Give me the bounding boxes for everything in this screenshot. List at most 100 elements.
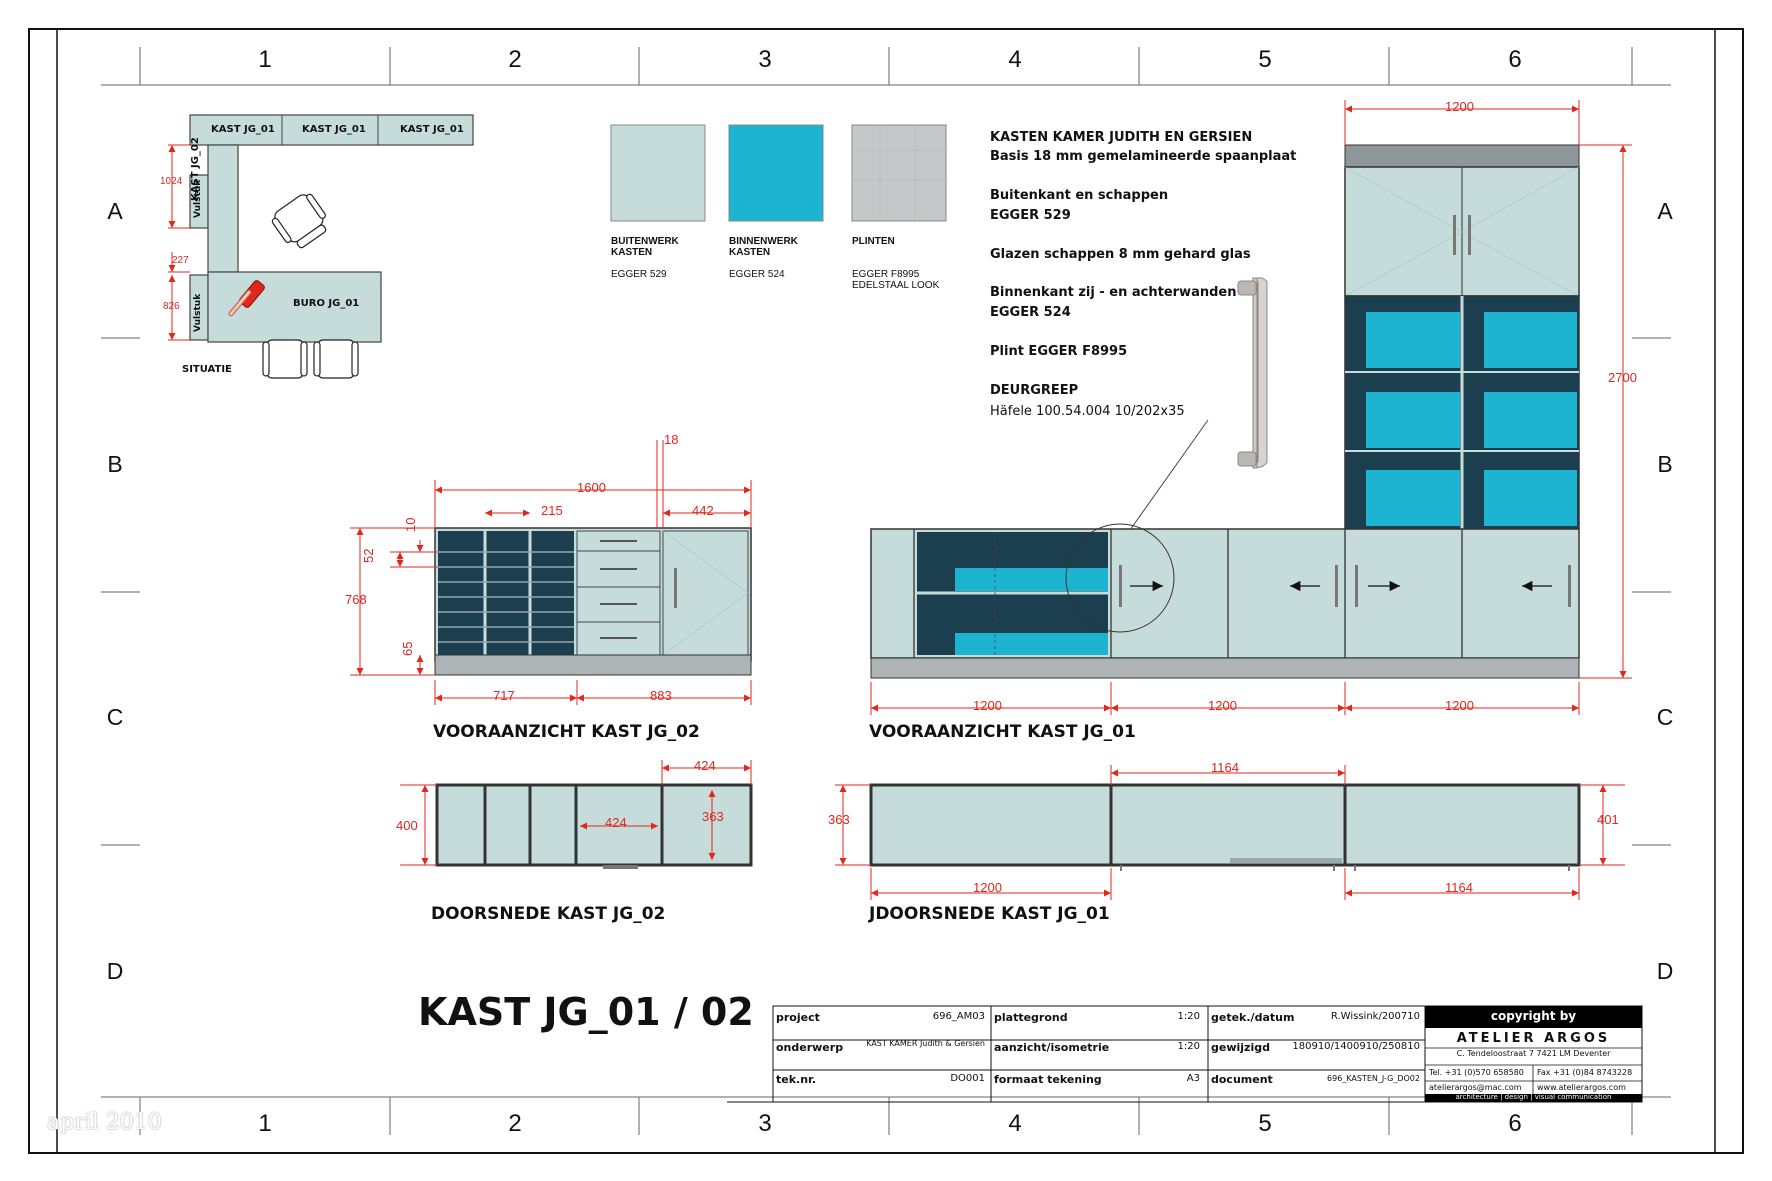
- tb-plattegrond-key: plattegrond: [994, 1011, 1068, 1024]
- situatie-dim-227: 227: [172, 255, 189, 266]
- spec-binnenkant-value: EGGER 524: [990, 305, 1071, 320]
- jg01-section-dim-363: 363: [828, 812, 850, 827]
- tb-teknr-value: DO001: [950, 1073, 985, 1084]
- jg01-section-dim-1200: 1200: [973, 880, 1002, 895]
- jg02-dim-1600: 1600: [577, 480, 606, 495]
- swatch-value-buitenwerk: EGGER 529: [611, 269, 667, 280]
- tb-web: www.atelierargos.com: [1537, 1083, 1626, 1092]
- jg02-dim-215: 215: [541, 503, 563, 518]
- jg02-dim-52: 52: [361, 548, 376, 563]
- situatie-title: SITUATIE: [182, 364, 232, 375]
- tb-project-value: 696_AM03: [932, 1011, 985, 1022]
- grid-row-b-left: B: [107, 451, 123, 477]
- jg02-front-title: VOORAANZICHT KAST JG_02: [433, 722, 700, 742]
- jg02-section-dim-424-top: 424: [694, 758, 716, 773]
- jg02-front-view: [350, 440, 752, 705]
- tb-formaat-value: A3: [1186, 1073, 1200, 1084]
- situatie-buro-label: BURO JG_01: [293, 298, 360, 309]
- swatch-label-plinten: PLINTEN: [852, 236, 895, 247]
- jg01-front-view: [870, 100, 1632, 715]
- jg02-section-view: [400, 760, 753, 869]
- jg01-section-view: [835, 765, 1625, 900]
- spec-deurgreep: DEURGREEP: [990, 383, 1079, 398]
- spec-binnenkant: Binnenkant zij - en achterwanden: [990, 285, 1237, 300]
- tb-gewijzigd-key: gewijzigd: [1211, 1041, 1270, 1054]
- grid-row-a-right: A: [1657, 198, 1673, 224]
- situatie-dim-826: 826: [163, 301, 180, 312]
- grid-col-2-bottom: 2: [508, 1110, 522, 1137]
- jg02-section-dim-363: 363: [702, 809, 724, 824]
- grid-col-1-top: 1: [258, 46, 272, 73]
- title-block-frame: [727, 1005, 1643, 1103]
- grid-col-6-top: 6: [1508, 46, 1522, 73]
- atelier-argos-logo: ATELIER ARGOS: [1456, 1031, 1611, 1046]
- sheet-frame: [28, 28, 1744, 1154]
- tb-plattegrond-value: 1:20: [1177, 1011, 1200, 1022]
- situatie-vulstuk-label-2: Vulstuk: [193, 293, 203, 332]
- grid-col-1-bottom: 1: [258, 1110, 272, 1137]
- tb-disciplines: architecture | design | visual communica…: [1455, 1093, 1612, 1101]
- situatie-plan: [168, 114, 474, 379]
- jg02-dim-717: 717: [493, 688, 515, 703]
- situatie-vulstuk-label-1: Vulstuk: [193, 179, 203, 218]
- tb-email: atelierargos@mac.com: [1429, 1083, 1522, 1092]
- jg02-dim-768: 768: [345, 592, 367, 607]
- spec-buitenkant-value: EGGER 529: [990, 208, 1071, 223]
- tb-aanzicht-key: aanzicht/isometrie: [994, 1041, 1110, 1054]
- tb-fax: Fax +31 (0)84 8743228: [1537, 1068, 1633, 1077]
- door-handle-illustration: [1129, 277, 1268, 531]
- grid-col-5-top: 5: [1258, 46, 1272, 73]
- jg01-dim-1200-top: 1200: [1445, 99, 1474, 114]
- tb-aanzicht-value: 1:20: [1177, 1041, 1200, 1052]
- jg01-dim-1200-a: 1200: [973, 698, 1002, 713]
- tb-address: C. Tendeloostraat 7 7421 LM Deventer: [1456, 1049, 1611, 1058]
- jg02-dim-442: 442: [692, 503, 714, 518]
- jg01-section-dim-401: 401: [1597, 812, 1619, 827]
- tb-project-key: project: [776, 1011, 820, 1024]
- tb-copyright: copyright by: [1490, 1009, 1577, 1023]
- grid-row-a-left: A: [107, 198, 123, 224]
- grid-col-6-bottom: 6: [1508, 1110, 1522, 1137]
- tb-document-value: 696_KASTEN_J-G_DO02: [1327, 1074, 1420, 1083]
- jg02-section-title: DOORSNEDE KAST JG_02: [431, 904, 666, 924]
- situatie-kast-jg01-label-2: KAST JG_01: [302, 124, 366, 135]
- situatie-kast-jg01-label-3: KAST JG_01: [400, 124, 464, 135]
- tb-tel: Tel. +31 (0)570 658580: [1429, 1068, 1524, 1077]
- spec-buitenkant: Buitenkant en schappen: [990, 188, 1169, 203]
- swatch-value-binnenwerk: EGGER 524: [729, 269, 785, 280]
- date-watermark: april 2010: [47, 1110, 162, 1135]
- jg01-front-title: VOORAANZICHT KAST JG_01: [869, 722, 1136, 742]
- grid-col-2-top: 2: [508, 46, 522, 73]
- tb-onderwerp-key: onderwerp: [776, 1041, 844, 1054]
- grid-col-3-top: 3: [758, 46, 772, 73]
- jg02-dim-65: 65: [400, 641, 415, 656]
- spec-basis: Basis 18 mm gemelamineerde spaanplaat: [990, 149, 1297, 164]
- tb-teknr-key: tek.nr.: [776, 1073, 817, 1086]
- jg02-section-dim-424-mid: 424: [605, 815, 627, 830]
- tb-gewijzigd-value: 180910/1400910/250810: [1292, 1041, 1420, 1052]
- drawing-title: KAST JG_01 / 02: [418, 990, 754, 1034]
- jg01-section-title: JDOORSNEDE KAST JG_01: [869, 904, 1110, 924]
- grid-col-4-top: 4: [1008, 46, 1022, 73]
- tb-onderwerp-value: KAST KAMER Judith & Gersien: [866, 1039, 985, 1048]
- jg01-dim-2700: 2700: [1608, 370, 1637, 385]
- tb-formaat-key: formaat tekening: [994, 1073, 1102, 1086]
- jg01-dim-1200-c: 1200: [1445, 698, 1474, 713]
- tb-getek-key: getek./datum: [1211, 1011, 1295, 1024]
- grid-col-4-bottom: 4: [1008, 1110, 1022, 1137]
- grid-col-5-bottom: 5: [1258, 1110, 1272, 1137]
- situatie-dim-1024: 1024: [160, 176, 183, 187]
- grid-col-3-bottom: 3: [758, 1110, 772, 1137]
- grid-row-d-left: D: [106, 958, 124, 984]
- grid-row-b-right: B: [1657, 451, 1673, 477]
- spec-hafele: Häfele 100.54.004 10/202x35: [990, 404, 1185, 419]
- situatie-kast-jg01-label-1: KAST JG_01: [211, 124, 275, 135]
- spec-glazen: Glazen schappen 8 mm gehard glas: [990, 247, 1251, 262]
- jg01-section-dim-1164-bottom: 1164: [1445, 880, 1473, 895]
- jg02-dim-10: 10: [403, 517, 418, 532]
- jg02-dim-18: 18: [664, 432, 679, 447]
